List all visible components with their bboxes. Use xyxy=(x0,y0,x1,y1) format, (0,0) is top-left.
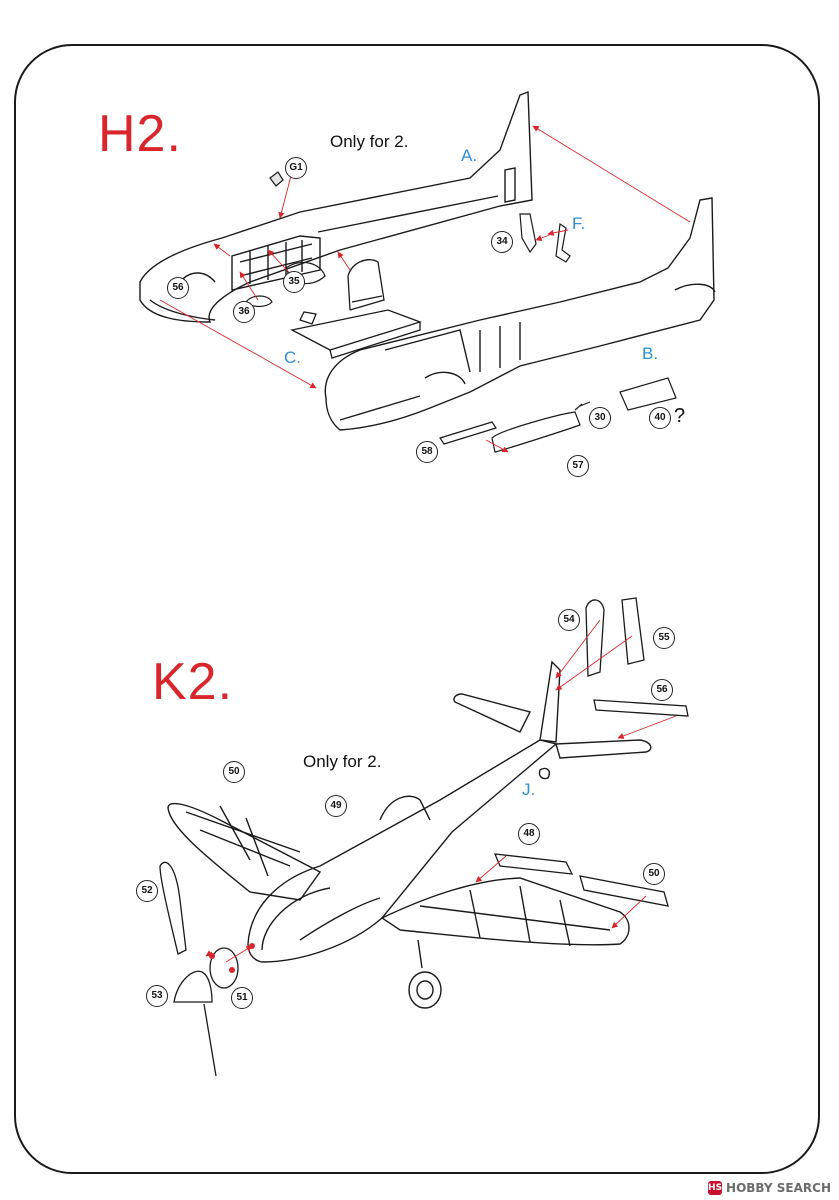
step-k2-title: K2. xyxy=(152,653,234,711)
h2-cockpit-floor xyxy=(290,259,423,359)
part-55-shape xyxy=(621,597,645,665)
assembly-label-b: B. xyxy=(642,344,659,363)
question-mark: ? xyxy=(674,405,686,427)
part-52-shape xyxy=(159,861,187,955)
step-h2-title: H2. xyxy=(98,105,182,163)
assembly-label-c: C. xyxy=(284,348,301,367)
part-callout-30: 30 xyxy=(589,407,611,429)
h2-assembly-arrows xyxy=(159,125,691,453)
part-53-shape xyxy=(173,970,213,1003)
h2-fuselage-left-half xyxy=(139,91,533,323)
watermark: HS HOBBY SEARCH xyxy=(708,1181,831,1195)
part-callout-55: 55 xyxy=(653,627,675,649)
part-g1-shape xyxy=(269,171,284,187)
part-callout-56: 56 xyxy=(167,277,189,299)
part-34-shape xyxy=(519,213,537,254)
part-callout-36: 36 xyxy=(233,301,255,323)
part-58-shape xyxy=(439,421,497,445)
part-callout-34: 34 xyxy=(491,231,513,253)
part-callout-52: 52 xyxy=(136,880,158,902)
k2-small-parts xyxy=(159,597,689,1077)
assembly-label-a: A. xyxy=(461,146,478,165)
part-40-shape xyxy=(619,377,677,411)
part-callout-g1: G1 xyxy=(285,157,307,179)
part-f-shape xyxy=(555,222,571,263)
part-54-shape xyxy=(585,599,605,677)
part-callout-50b: 50 xyxy=(643,863,665,885)
part-callout-56b: 56 xyxy=(651,679,673,701)
part-callout-35: 35 xyxy=(283,271,305,293)
page-frame xyxy=(14,44,820,1174)
part-callout-53: 53 xyxy=(146,985,168,1007)
part-callout-40: 40 xyxy=(649,407,671,429)
part-50-shape xyxy=(579,875,669,907)
assembly-label-j: J. xyxy=(522,780,536,799)
step-k2-note: Only for 2. xyxy=(303,752,382,771)
part-callout-49: 49 xyxy=(325,795,347,817)
part-callout-51: 51 xyxy=(231,987,253,1009)
part-51-shape xyxy=(209,947,239,989)
h2-fuselage-assembled xyxy=(324,197,716,431)
watermark-text: HOBBY SEARCH xyxy=(726,1181,831,1195)
step-h2-note: Only for 2. xyxy=(330,132,409,151)
part-callout-57: 57 xyxy=(567,455,589,477)
part-callout-50a: 50 xyxy=(223,761,245,783)
k2-assembly-arrows xyxy=(205,619,677,963)
watermark-logo-icon: HS xyxy=(708,1181,723,1195)
part-48-shape xyxy=(493,853,574,875)
part-57-shape xyxy=(491,411,581,453)
part-56-shape xyxy=(593,699,689,717)
part-callout-54: 54 xyxy=(558,609,580,631)
assembly-label-f: F. xyxy=(572,214,586,233)
part-callout-58: 58 xyxy=(416,441,438,463)
k2-aircraft xyxy=(167,660,652,1009)
part-callout-48: 48 xyxy=(518,823,540,845)
k2-glue-dots xyxy=(209,943,255,973)
